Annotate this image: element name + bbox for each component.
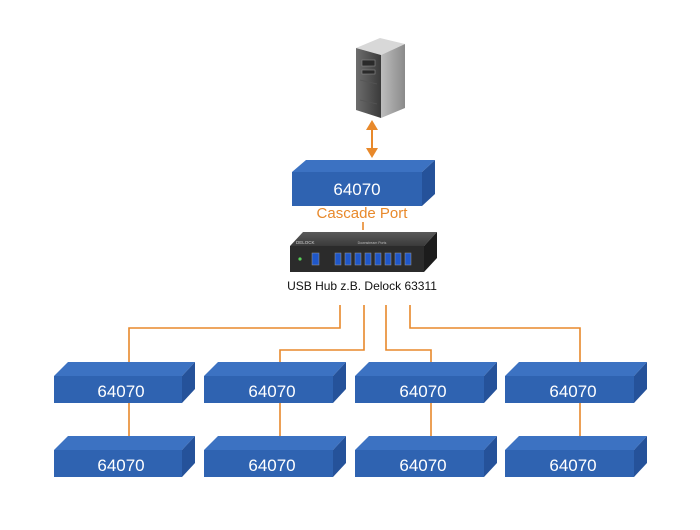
row2-box-1-label: 64070 — [97, 456, 144, 475]
cascade-port-label: Cascade Port — [317, 205, 409, 222]
row2-box-1: 64070 — [54, 436, 195, 477]
row2-box-2: 64070 — [204, 436, 346, 477]
hub-upstream-port — [311, 252, 320, 266]
row2-box-3-label: 64070 — [399, 456, 446, 475]
top-device-box: 64070 — [292, 160, 435, 206]
row1-box-1: 64070 — [54, 362, 195, 403]
row2-box-2-label: 64070 — [248, 456, 295, 475]
tower-computer-icon — [356, 38, 405, 118]
connector-hub-to-box4 — [409, 305, 581, 362]
row1-box-2: 64070 — [204, 362, 346, 403]
connector-hub-to-box2 — [279, 305, 365, 362]
row1-box-3: 64070 — [355, 362, 497, 403]
double-arrow-icon — [366, 120, 378, 158]
hub-downstream-ports — [334, 252, 412, 266]
row2-box-4-label: 64070 — [549, 456, 596, 475]
row1-box-1-label: 64070 — [97, 382, 144, 401]
connector-lines — [128, 222, 581, 437]
connector-hub-to-box3 — [385, 305, 432, 362]
connector-hub-to-box1 — [128, 305, 341, 362]
row1-box-4: 64070 — [505, 362, 647, 403]
hub-power-led — [298, 257, 302, 261]
top-device-label: 64070 — [333, 180, 380, 199]
hub-caption: USB Hub z.B. Delock 63311 — [287, 279, 437, 293]
usb-hub-device: DELOCK Downstream Ports — [290, 232, 437, 272]
row1-box-3-label: 64070 — [399, 382, 446, 401]
row2-box-3: 64070 — [355, 436, 497, 477]
row2-box-4: 64070 — [505, 436, 647, 477]
row1-box-4-label: 64070 — [549, 382, 596, 401]
row1-box-2-label: 64070 — [248, 382, 295, 401]
hub-brand-label: DELOCK — [296, 240, 315, 245]
hub-port-header: Downstream Ports — [358, 241, 387, 245]
